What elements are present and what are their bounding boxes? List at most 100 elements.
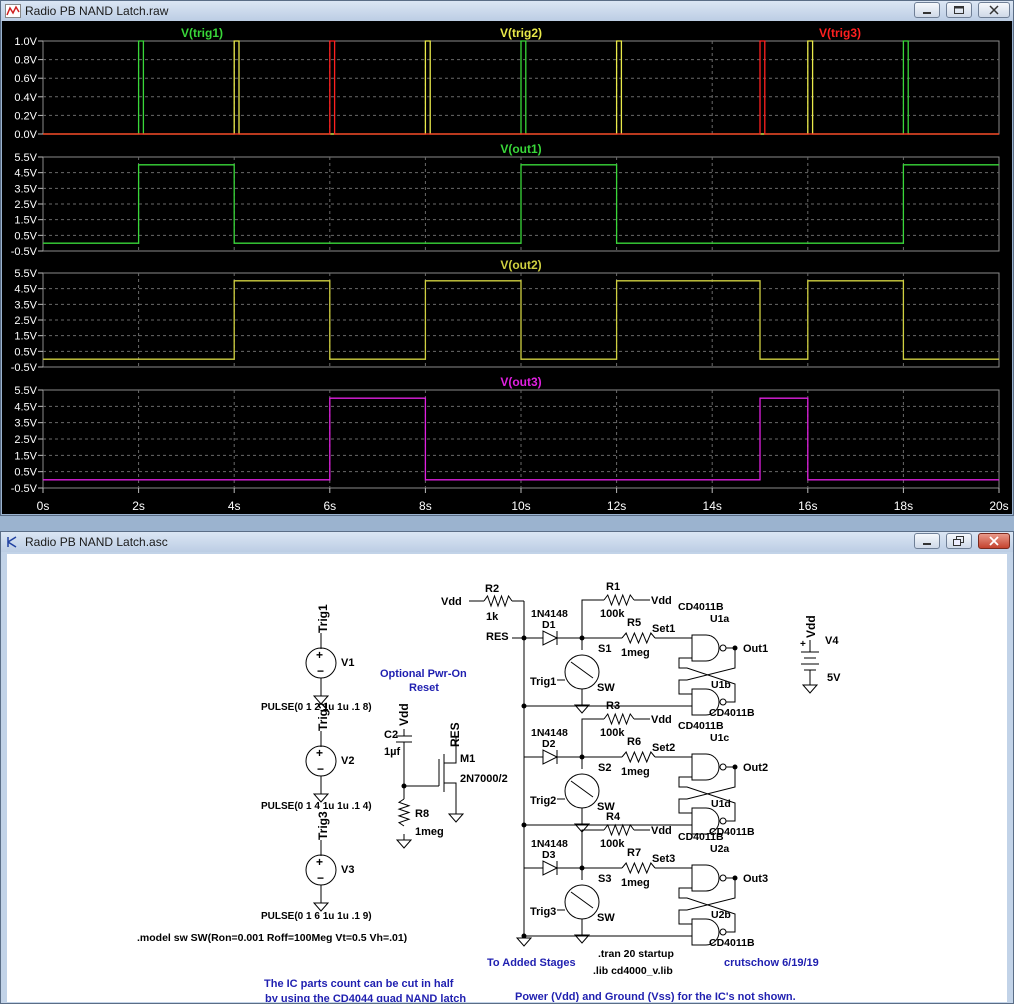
cross-feedback <box>678 776 736 822</box>
switch-ref: S1 <box>598 643 611 655</box>
gate-ref-bottom: U1d <box>711 798 731 810</box>
cross-feedback <box>678 657 736 703</box>
x-tick-label: 12s <box>607 499 626 513</box>
lib-directive: .lib cd4000_v.lib <box>593 965 673 977</box>
y-tick-label: -0.5V <box>11 483 38 495</box>
bus-arrow-icon <box>515 937 533 947</box>
waveform-app-icon <box>5 4 21 23</box>
reset-vdd-label: Vdd <box>397 703 411 726</box>
source-plus: + <box>316 746 323 760</box>
y-tick-label: 3.5V <box>14 183 37 195</box>
pullup-ref: R4 <box>606 811 621 823</box>
schematic-window-title: Radio PB NAND Latch.asc <box>25 535 168 549</box>
model-directive: .model sw SW(Ron=0.001 Roff=100Meg Vt=0.… <box>137 932 407 944</box>
m1-value: 2N7000/2 <box>460 773 508 785</box>
trace-v-out2 <box>43 280 999 360</box>
x-tick-label: 8s <box>419 499 432 513</box>
schematic-minimize-button[interactable] <box>914 533 940 549</box>
source-minus: − <box>317 664 324 678</box>
set-res-value: 1meg <box>621 647 650 659</box>
pullup-resistor-icon <box>603 712 635 726</box>
trace-v-trig3 <box>43 40 999 135</box>
pullup-vdd-label: Vdd <box>651 595 672 607</box>
schematic-titlebar[interactable]: Radio PB NAND Latch.asc <box>1 532 1013 552</box>
x-tick-label: 14s <box>703 499 722 513</box>
waveform-pane: 1.0V0.8V0.6V0.4V0.2V0.0VV(trig1)V(trig2)… <box>14 26 1000 141</box>
y-tick-label: 4.5V <box>14 284 37 296</box>
y-tick-label: 2.5V <box>14 434 37 446</box>
r8-ref: R8 <box>415 808 429 820</box>
switch-blade <box>570 891 594 909</box>
diode-icon <box>542 749 559 765</box>
cross-feedback <box>678 648 736 695</box>
ic-note-line: The IC parts count can be cut in half <box>264 978 454 990</box>
nand-gate-top-icon <box>691 634 720 662</box>
tran-directive: .tran 20 startup <box>598 948 674 960</box>
set-resistor-icon <box>621 631 656 645</box>
source-minus: − <box>317 762 324 776</box>
maximize-button[interactable] <box>946 2 972 18</box>
source-ref: V2 <box>341 755 354 767</box>
m1-ref: M1 <box>460 753 475 765</box>
ground-icon <box>573 704 591 714</box>
close-button[interactable] <box>978 2 1010 18</box>
cross-feedback <box>678 878 736 925</box>
ground-icon <box>395 839 413 849</box>
ground-icon <box>573 823 591 833</box>
trace-v-trig1 <box>43 40 999 135</box>
gate-ref-bottom: U2b <box>711 909 731 921</box>
switch-model: SW <box>597 682 615 694</box>
r2-vdd-label: Vdd <box>441 596 462 608</box>
pullup-wire <box>581 718 604 757</box>
cross-feedback <box>678 887 736 933</box>
schematic-close-button[interactable] <box>978 533 1010 549</box>
schematic-restore-button[interactable] <box>946 533 972 549</box>
y-tick-label: 3.5V <box>14 418 37 430</box>
trace-label: V(trig1) <box>181 26 223 40</box>
y-tick-label: 0.5V <box>14 230 37 242</box>
source-net-label: Trig2 <box>316 702 330 731</box>
switch-trig-label: Trig1 <box>530 676 556 688</box>
minimize-button[interactable] <box>914 2 940 18</box>
y-tick-label: 4.5V <box>14 168 37 180</box>
pullup-resistor-icon <box>603 823 635 837</box>
r8-resistor-icon <box>397 798 411 827</box>
x-tick-label: 4s <box>228 499 241 513</box>
trace-v-out1 <box>43 164 999 244</box>
set-res-value: 1meg <box>621 766 650 778</box>
reset-note-2: Reset <box>409 682 439 694</box>
r2-ref: R2 <box>485 583 499 595</box>
x-tick-label: 2s <box>132 499 145 513</box>
to-added-stages: To Added Stages <box>487 957 576 969</box>
waveform-titlebar[interactable]: Radio PB NAND Latch.raw <box>1 1 1013 21</box>
y-tick-label: 0.5V <box>14 346 37 358</box>
output-net-label: Out1 <box>743 643 768 655</box>
gate-chip-bottom: CD4011B <box>709 826 755 838</box>
output-net-label: Out2 <box>743 762 768 774</box>
cross-feedback <box>678 767 736 814</box>
ground-icon <box>447 813 465 823</box>
source-ref: V1 <box>341 657 354 669</box>
y-tick-label: -0.5V <box>11 362 38 374</box>
gate-ref-top: U2a <box>710 843 729 855</box>
gate-chip-top: CD4011B <box>678 601 724 613</box>
schematic-background <box>7 554 1007 1002</box>
waveform-plot-area[interactable]: 1.0V0.8V0.6V0.4V0.2V0.0VV(trig1)V(trig2)… <box>2 21 1012 514</box>
gate-chip-top: CD4011B <box>678 720 724 732</box>
power-note: Power (Vdd) and Ground (Vss) for the IC'… <box>515 991 796 1002</box>
pullup-value: 100k <box>600 727 625 739</box>
set-net-label: Set2 <box>652 742 675 754</box>
set-net-label: Set1 <box>652 623 675 635</box>
gate-chip-bottom: CD4011B <box>709 937 755 949</box>
set-res-value: 1meg <box>621 877 650 889</box>
ground-icon <box>312 695 330 705</box>
y-tick-label: 1.5V <box>14 331 37 343</box>
diode-value: 1N4148 <box>531 838 568 850</box>
set-resistor-icon <box>621 750 656 764</box>
diode-value: 1N4148 <box>531 608 568 620</box>
pullup-value: 100k <box>600 608 625 620</box>
pullup-resistor-icon <box>603 593 635 607</box>
